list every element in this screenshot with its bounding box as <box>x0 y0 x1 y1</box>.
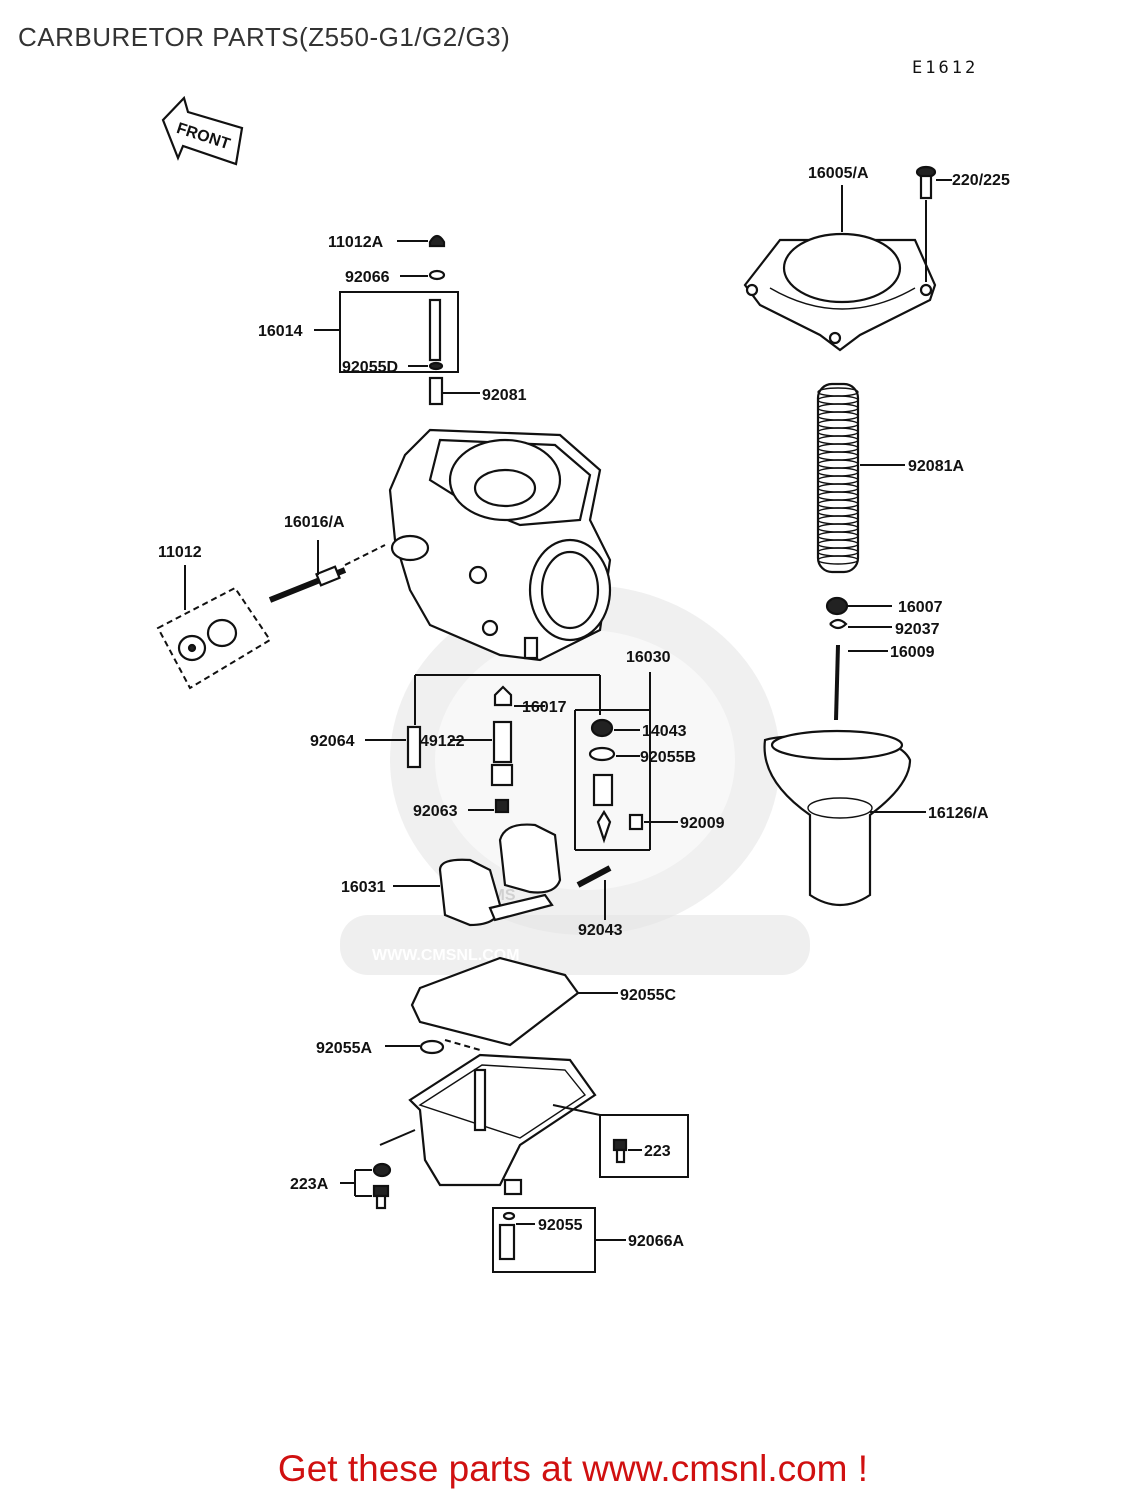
screw-223-drawing <box>599 1114 689 1178</box>
gasket-drawing <box>410 956 618 1047</box>
drain-screw-drawing <box>492 1207 626 1273</box>
screw-223A-drawing <box>340 1162 392 1210</box>
part-label: 92009 <box>680 815 725 832</box>
part-label: 92081 <box>482 387 527 404</box>
front-arrow-icon: FRONT <box>161 95 244 166</box>
part-label: 16031 <box>341 879 386 896</box>
part-label: 92064 <box>310 733 355 750</box>
top-screw-assembly <box>314 234 480 406</box>
spring-drawing <box>816 382 905 574</box>
part-label: 92066 <box>345 269 390 286</box>
top-cover-drawing <box>743 165 952 352</box>
part-label: 92081A <box>908 458 964 475</box>
part-label: 92066A <box>628 1233 684 1250</box>
watermark-url: WWW.CMSNL.COM <box>372 947 520 964</box>
part-label: 16017 <box>522 699 567 716</box>
pilot-screw-drawing <box>268 540 386 603</box>
part-label: 92055B <box>640 749 696 766</box>
part-label: 220/225 <box>952 172 1010 189</box>
jet-assembly-drawing <box>365 672 678 851</box>
needle-drawing <box>825 596 892 721</box>
part-labels: 11012A 92066 16014 92055D 92081 16016/A … <box>158 165 1010 1250</box>
part-label: 11012A <box>328 234 384 251</box>
part-label: 92055C <box>620 987 676 1004</box>
part-label: 223 <box>644 1143 671 1160</box>
part-label: 16007 <box>898 599 943 616</box>
part-label: 92055D <box>342 359 398 376</box>
part-label: 92063 <box>413 803 458 820</box>
shop-link[interactable]: Get these parts at www.cmsnl.com ! <box>277 1448 869 1489</box>
part-label: 16030 <box>626 649 671 666</box>
part-label: 92043 <box>578 922 623 939</box>
part-label: 92055 <box>538 1217 583 1234</box>
part-label: 16005/A <box>808 165 869 182</box>
part-label: 11012 <box>158 544 202 561</box>
part-label: 92037 <box>895 621 940 638</box>
spring-coil <box>817 555 859 565</box>
float-drawing <box>393 823 612 927</box>
part-label: 92055A <box>316 1040 372 1057</box>
carburetor-body-drawing <box>388 428 612 662</box>
piston-drawing <box>763 729 926 906</box>
watermark: CMS WWW.CMSNL.COM <box>340 585 810 975</box>
part-label: 16016/A <box>284 514 345 531</box>
part-label: 16126/A <box>928 805 989 822</box>
part-label: 14043 <box>642 723 687 740</box>
float-bowl-drawing <box>379 1039 601 1196</box>
part-label: 16014 <box>258 323 303 340</box>
page-title: CARBURETOR PARTS(Z550-G1/G2/G3) <box>18 22 511 52</box>
plug-drawing <box>156 565 272 690</box>
part-label: 223A <box>290 1176 329 1193</box>
diagram-code: E1612 <box>912 58 979 78</box>
part-label: 16009 <box>890 644 935 661</box>
part-label: 49122 <box>420 733 465 750</box>
